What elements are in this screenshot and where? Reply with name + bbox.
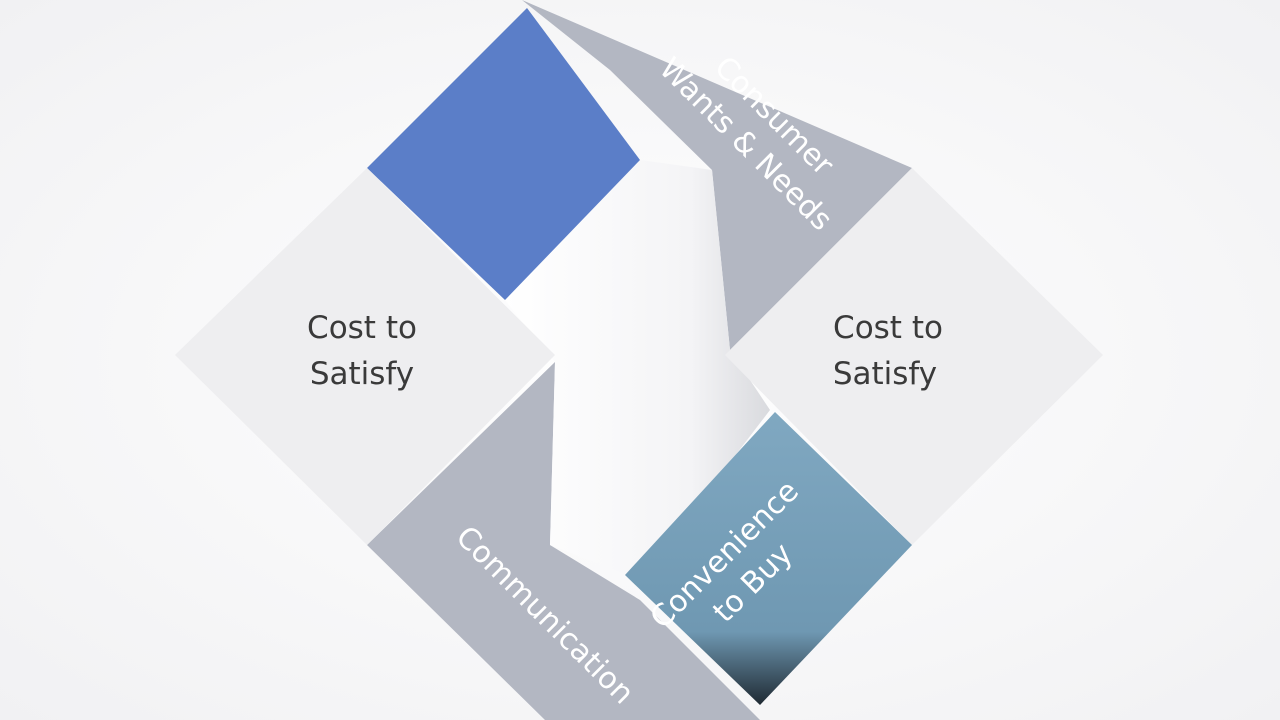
- right-tile-label-2: Satisfy: [833, 356, 937, 392]
- tile-bottom-band: [367, 362, 760, 720]
- left-tile-label-2: Satisfy: [310, 356, 414, 392]
- tile-left: [175, 168, 555, 545]
- tile-blue: [367, 8, 640, 300]
- tile-teal: [625, 412, 912, 705]
- tile-right: [725, 168, 1103, 545]
- right-tile-label: Cost to: [833, 310, 943, 346]
- left-tile-label: Cost to: [307, 310, 417, 346]
- tile-top-band: [522, 0, 912, 350]
- center-fold: [505, 160, 770, 580]
